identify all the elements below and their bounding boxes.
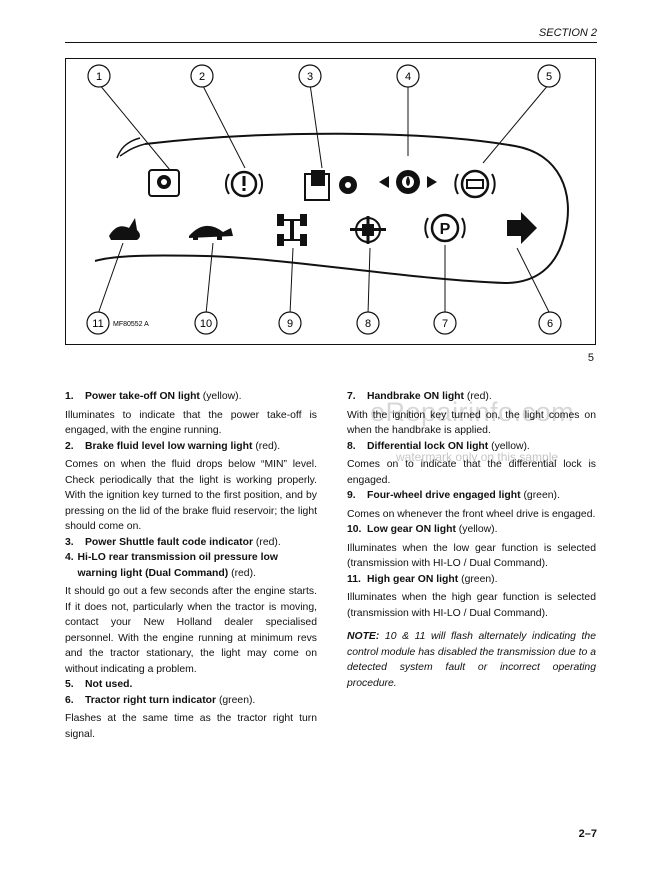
watermark-sub: watermark only on this sample (396, 450, 559, 464)
not-used-icon (454, 169, 496, 199)
svg-text:7: 7 (442, 318, 448, 330)
item-title: High gear ON light (367, 573, 459, 585)
callout-9: 9 (278, 311, 302, 335)
item-11: 11.High gear ON light (green). Illuminat… (347, 572, 596, 622)
svg-text:2: 2 (199, 71, 205, 83)
item-body: Comes on to indicate that the differenti… (347, 459, 596, 486)
item-8: 8.Differential lock ON light (yellow). C… (347, 439, 596, 489)
item-title: Hi-LO rear transmission oil pressure low… (77, 552, 278, 579)
svg-text:P: P (440, 221, 451, 238)
item-6: 6.Tractor right turn indicator (green). … (65, 693, 317, 743)
figure-code: MF80552 A (113, 321, 149, 328)
item-7: 7.Handbrake ON light (red). With the ign… (347, 389, 596, 439)
item-title: Four-wheel drive engaged light (367, 490, 521, 501)
item-body: With the ignition key turned on, the lig… (347, 409, 596, 437)
svg-text:9: 9 (287, 318, 293, 330)
left-column: 1.Power take-off ON light (yellow). Illu… (65, 389, 317, 742)
item-body: Illuminates when the high gear function … (347, 592, 596, 619)
item-body: Illuminates to indicate that the power t… (65, 409, 317, 437)
svg-text:4: 4 (405, 71, 411, 83)
item-body: Comes on when the fluid drops below “MIN… (65, 459, 317, 532)
item-1: 1.Power take-off ON light (yellow). Illu… (65, 389, 317, 439)
svg-text:1: 1 (96, 71, 102, 83)
item-title: Not used. (85, 679, 133, 690)
callout-10: 10 (194, 311, 218, 335)
low-gear-turtle-icon (189, 225, 233, 240)
handbrake-icon: P (424, 213, 466, 243)
callout-6: 6 (538, 311, 562, 335)
svg-text:8: 8 (365, 318, 371, 330)
item-body: Illuminates when the low gear function i… (347, 542, 596, 570)
svg-text:3: 3 (307, 71, 313, 83)
item-9: 9.Four-wheel drive engaged light (green)… (347, 488, 596, 522)
item-title: Handbrake ON light (367, 391, 464, 402)
watermark: eRepairinfo.com (370, 397, 575, 427)
differential-lock-icon (350, 216, 386, 244)
four-wheel-drive-icon (277, 214, 307, 246)
callout-8: 8 (356, 311, 380, 335)
svg-text:6: 6 (547, 318, 553, 330)
shuttle-fault-icon (304, 170, 357, 201)
item-body: Comes on whenever the front wheel drive … (347, 508, 596, 520)
header-rule (65, 42, 597, 43)
item-title: Low gear ON light (367, 524, 456, 535)
note-text: 10 & 11 will flash alternately indicatin… (347, 631, 596, 689)
item-10: 10.Low gear ON light (yellow). Illuminat… (347, 522, 596, 572)
brake-fluid-icon (224, 170, 264, 198)
item-5: 5.Not used. (65, 679, 133, 690)
svg-text:10: 10 (200, 318, 212, 330)
note: NOTE: 10 & 11 will flash alternately ind… (347, 629, 596, 691)
callout-1: 1 (87, 64, 111, 88)
right-column: 7.Handbrake ON light (red). With the ign… (347, 389, 596, 691)
item-title: Brake fluid level low warning light (85, 440, 253, 452)
callout-7: 7 (433, 311, 457, 335)
callout-3: 3 (298, 64, 322, 88)
item-title: Differential lock ON light (367, 440, 489, 452)
item-body: It should go out a few seconds after the… (65, 586, 317, 675)
item-title: Tractor right turn indicator (85, 694, 217, 706)
callout-4: 4 (396, 64, 420, 88)
figure-number: 5 (587, 352, 594, 364)
item-body: Flashes at the same time as the tractor … (65, 713, 317, 740)
svg-text:11: 11 (92, 318, 103, 330)
instrument-panel-figure: 1 2 3 4 5 6 7 8 9 10 11 MF80552 A (65, 58, 596, 345)
item-2: 2.Brake fluid level low warning light (r… (65, 439, 317, 535)
note-label: NOTE: (347, 631, 380, 642)
item-title: Power Shuttle fault code indicator (85, 536, 254, 548)
callout-11: 11 (86, 311, 110, 335)
pto-icon (148, 169, 180, 197)
oil-pressure-icon (379, 170, 437, 194)
callout-5: 5 (537, 64, 561, 88)
item-4: 4.Hi-LO rear transmission oil pressure l… (65, 550, 317, 677)
high-gear-rabbit-icon (109, 218, 140, 240)
svg-text:5: 5 (546, 71, 552, 83)
page-number: 2–7 (578, 828, 597, 840)
item-title: Power take-off ON light (85, 391, 200, 402)
section-header: SECTION 2 (538, 27, 597, 39)
item-3: 3.Power Shuttle fault code indicator (re… (65, 536, 281, 548)
right-turn-arrow-icon (507, 212, 537, 244)
callout-2: 2 (190, 64, 214, 88)
